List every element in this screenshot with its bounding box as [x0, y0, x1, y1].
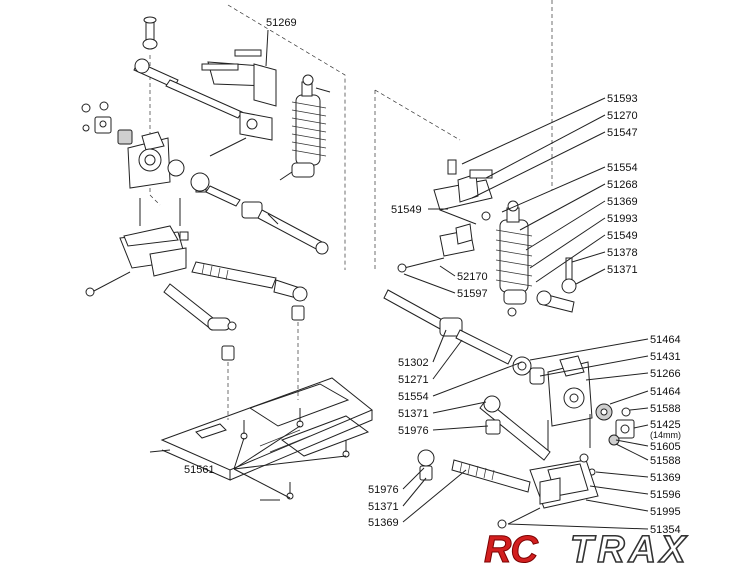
logo-rc-text: RC	[484, 529, 539, 571]
part-label: 51425	[650, 419, 681, 431]
part-label: 51554	[398, 391, 429, 403]
part-label: 51269	[266, 17, 297, 29]
part-label: 51554	[607, 162, 638, 174]
right-shock-absorber	[495, 200, 533, 317]
part-label: 51431	[650, 351, 681, 363]
right-assembly-drawing	[374, 0, 635, 529]
logo-trax-text: TRAX	[569, 529, 690, 571]
part-label: 51995	[650, 506, 681, 518]
part-label: 51354	[650, 524, 681, 536]
part-label: 51593	[607, 93, 638, 105]
part-label: 51270	[607, 110, 638, 122]
part-label: 51549	[391, 204, 422, 216]
part-label: 52170	[457, 271, 488, 283]
part-number-labels: 51269 51593 51270 51547 51554 51268 5154…	[184, 17, 681, 536]
part-label: 51605	[650, 441, 681, 453]
part-label: 51464	[650, 386, 681, 398]
part-label: 51464	[650, 334, 681, 346]
left-assembly-drawing	[81, 4, 373, 501]
part-label: 51378	[607, 247, 638, 259]
leader-lines	[233, 29, 649, 530]
left-chassis-plate	[149, 377, 373, 501]
part-label: 51597	[457, 288, 488, 300]
part-label: 51993	[607, 213, 638, 225]
part-label: 51561	[184, 464, 215, 476]
part-label: 51588	[650, 403, 681, 415]
part-label: 51596	[650, 489, 681, 501]
part-label: 51588	[650, 455, 681, 467]
part-label: 51369	[368, 517, 399, 529]
left-shock-absorber	[279, 74, 331, 181]
part-label: 51369	[607, 196, 638, 208]
part-label: 51369	[650, 472, 681, 484]
part-label: 51371	[607, 264, 638, 276]
part-label: 51266	[650, 368, 681, 380]
part-label: 51549	[607, 230, 638, 242]
part-label: 51547	[607, 127, 638, 139]
part-label: 51271	[398, 374, 429, 386]
part-label: 51302	[398, 357, 429, 369]
rctrax-logo: RC TRAX	[478, 529, 750, 572]
part-label-note: (14mm)	[650, 430, 681, 440]
part-label: 51976	[398, 425, 429, 437]
part-label: 51371	[368, 501, 399, 513]
part-label: 51976	[368, 484, 399, 496]
part-label: 51371	[398, 408, 429, 420]
part-label: 51268	[607, 179, 638, 191]
